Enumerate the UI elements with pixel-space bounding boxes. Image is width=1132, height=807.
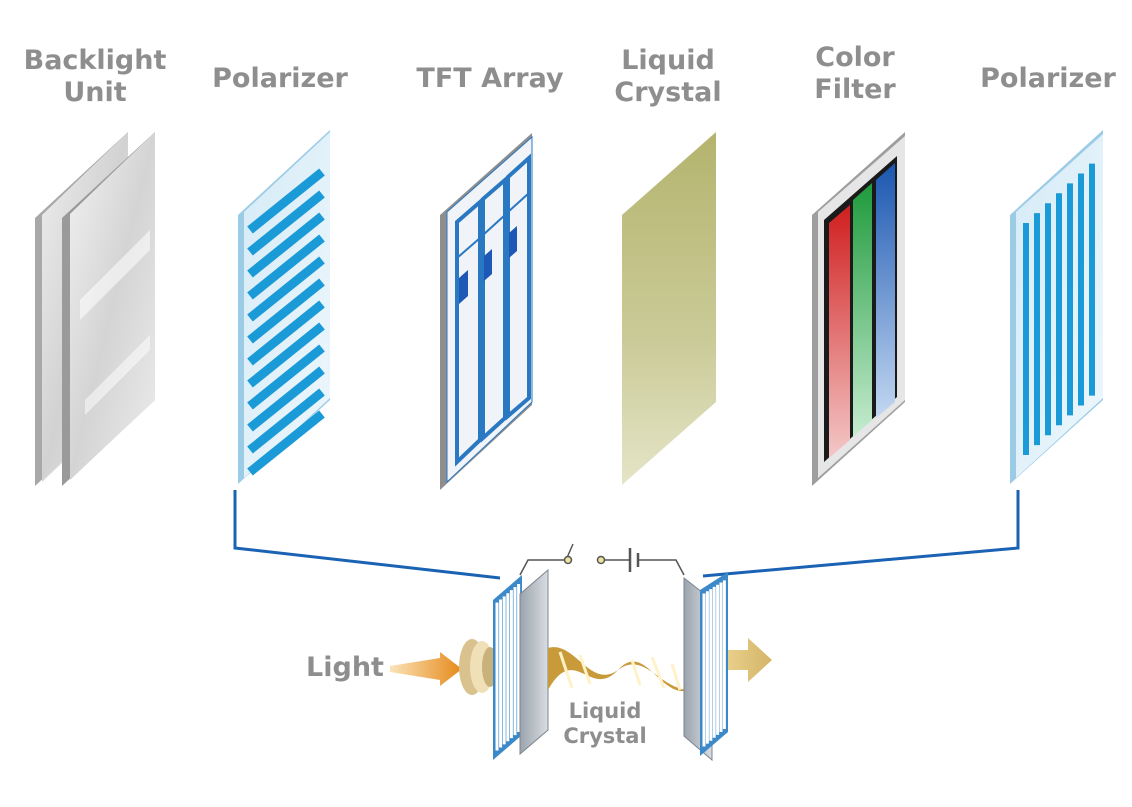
label-polarizer-left: Polarizer xyxy=(212,63,348,94)
label-tft-array: TFT Array xyxy=(416,63,564,94)
mini-polarizer-left xyxy=(493,575,522,760)
light-input-arrow xyxy=(390,652,462,686)
connector-lines xyxy=(233,490,1020,580)
lc-label-line1: Liquid xyxy=(569,699,642,723)
color-filter-panel xyxy=(812,132,905,486)
circuit-switch-battery xyxy=(519,543,685,576)
light-label: Light xyxy=(306,652,384,683)
light-output-arrow xyxy=(728,638,772,682)
backlight-unit-panel xyxy=(35,132,155,486)
polarizer-left-panel xyxy=(238,130,330,484)
polarizer-right-panel xyxy=(1010,130,1103,484)
lc-label-line2: Crystal xyxy=(563,724,646,748)
light-source-lens xyxy=(459,639,498,695)
liquid-crystal-panel xyxy=(622,132,716,485)
tft-array-panel xyxy=(440,133,533,490)
liquid-crystal-twist xyxy=(548,647,690,692)
mini-polarizer-right xyxy=(700,572,728,756)
label-polarizer-right: Polarizer xyxy=(980,63,1116,94)
mini-electrode-left xyxy=(519,568,549,756)
